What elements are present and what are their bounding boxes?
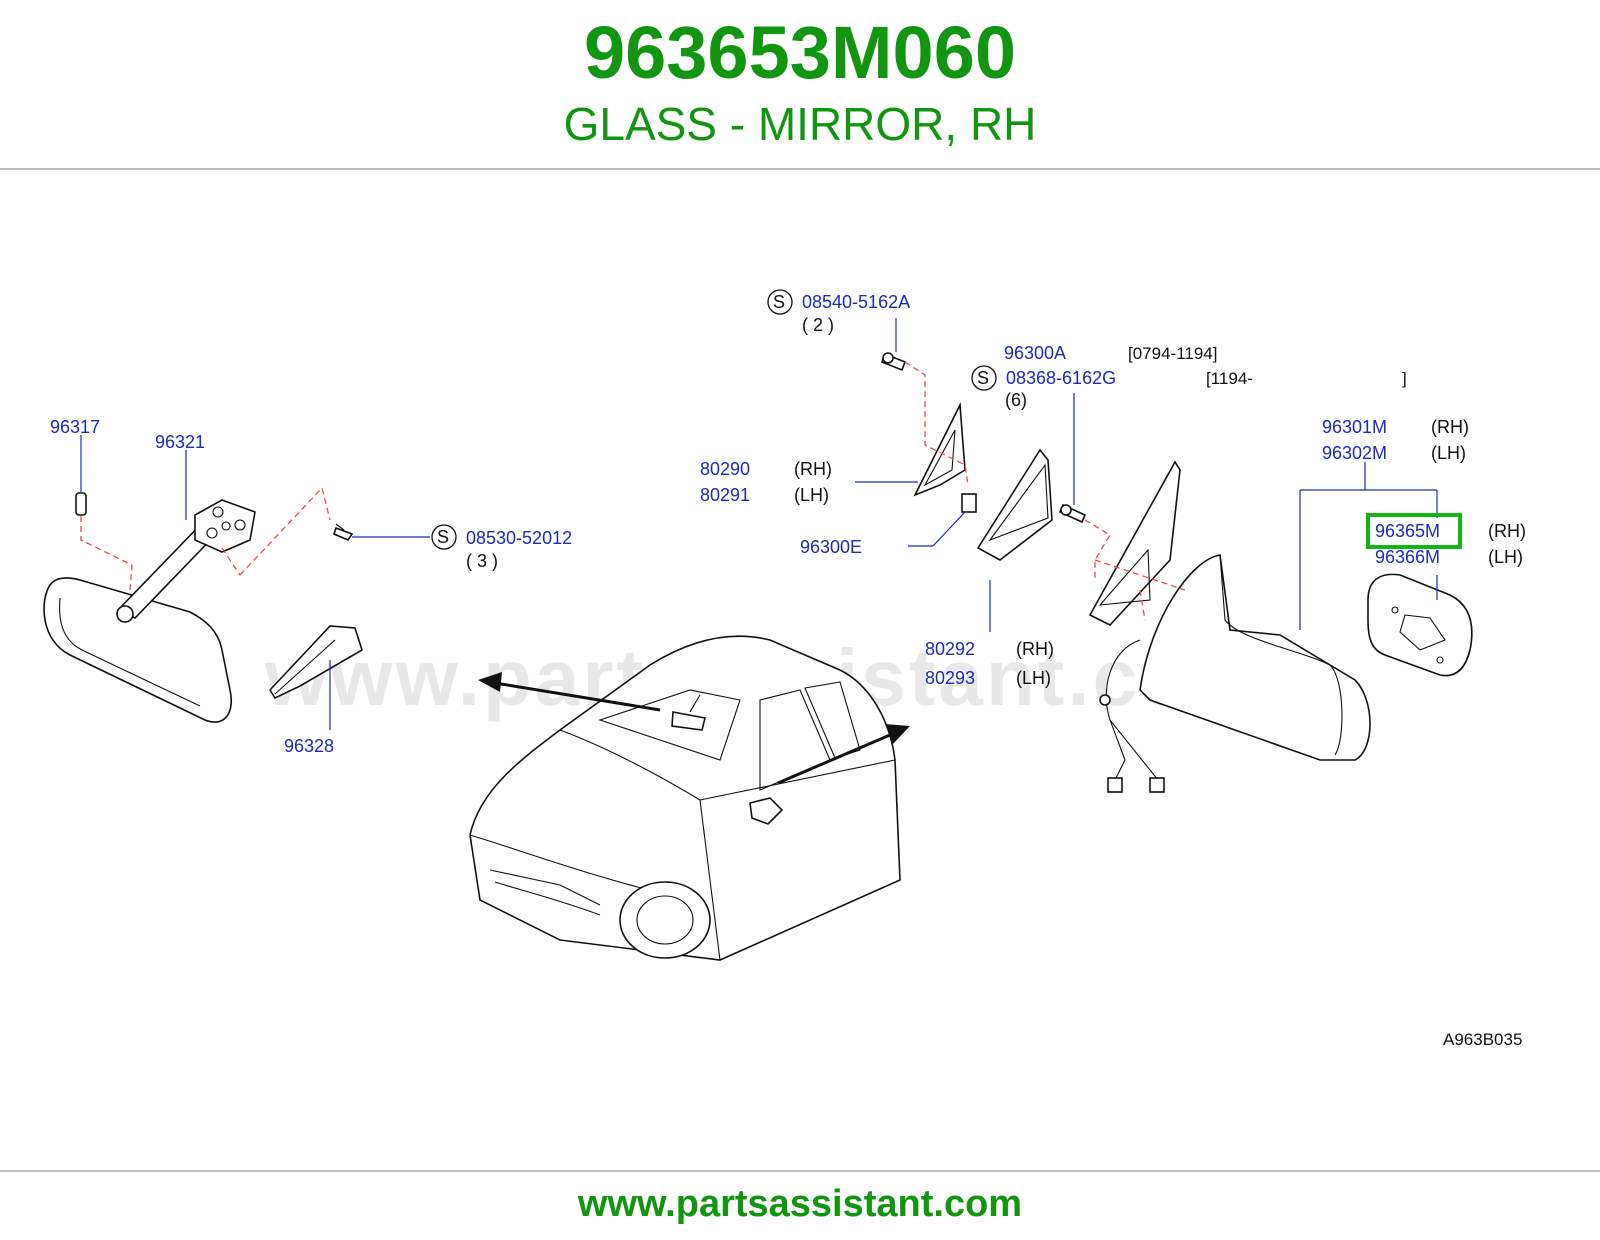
qty-08530: ( 3 ): [466, 551, 498, 571]
s-marker-08540: S: [767, 289, 793, 315]
label-08530-52012[interactable]: 08530-52012: [466, 528, 572, 548]
side-80290: (RH): [794, 459, 832, 479]
side-80293: (LH): [1016, 668, 1051, 688]
part-number-title: 963653M060: [583, 11, 1017, 94]
side-96301M: (RH): [1431, 417, 1469, 437]
side-96365M: (RH): [1488, 521, 1526, 541]
footer-site-link[interactable]: www.partsassistant.com: [577, 1183, 1023, 1225]
top-divider: [0, 168, 1600, 170]
s-marker-08530: S: [431, 524, 457, 550]
header: 963653M060 GLASS - MIRROR, RH: [0, 0, 1600, 168]
part-description: GLASS - MIRROR, RH: [563, 98, 1037, 150]
diagram-code: A963B035: [1443, 1030, 1522, 1049]
label-96365M[interactable]: 96365M: [1375, 521, 1440, 541]
qty-08540: ( 2 ): [802, 315, 834, 335]
highlighted-part-frame: [1366, 513, 1462, 549]
label-96328[interactable]: 96328: [284, 736, 334, 756]
door-mirror-assembly: [855, 318, 1473, 793]
label-96300E[interactable]: 96300E: [800, 537, 862, 557]
svg-text:S: S: [977, 368, 989, 388]
label-96366M[interactable]: 96366M: [1375, 547, 1440, 567]
vehicle-outline: [469, 635, 910, 961]
label-96321[interactable]: 96321: [155, 432, 205, 452]
label-08540-5162A[interactable]: 08540-5162A: [802, 292, 910, 312]
label-96317[interactable]: 96317: [50, 417, 100, 437]
side-96302M: (LH): [1431, 443, 1466, 463]
side-80291: (LH): [794, 485, 829, 505]
side-80292: (RH): [1016, 639, 1054, 659]
bottom-divider: [0, 1170, 1600, 1172]
svg-text:S: S: [437, 527, 449, 547]
label-80291[interactable]: 80291: [700, 485, 750, 505]
side-96366M: (LH): [1488, 547, 1523, 567]
label-80292[interactable]: 80292: [925, 639, 975, 659]
label-96301M[interactable]: 96301M: [1322, 417, 1387, 437]
rear-view-mirror-assembly: [43, 435, 430, 730]
label-96302M[interactable]: 96302M: [1322, 443, 1387, 463]
qty-08368: (6): [1005, 390, 1027, 410]
range-08368-start: [1194-: [1206, 369, 1253, 388]
label-08368-6162G[interactable]: 08368-6162G: [1006, 368, 1116, 388]
range-96300A: [0794-1194]: [1128, 344, 1217, 363]
range-08368-end: ]: [1402, 369, 1407, 388]
svg-text:S: S: [773, 292, 785, 312]
label-80290[interactable]: 80290: [700, 459, 750, 479]
s-marker-08368: S: [971, 365, 997, 391]
label-80293[interactable]: 80293: [925, 668, 975, 688]
label-96300A[interactable]: 96300A: [1004, 343, 1066, 363]
